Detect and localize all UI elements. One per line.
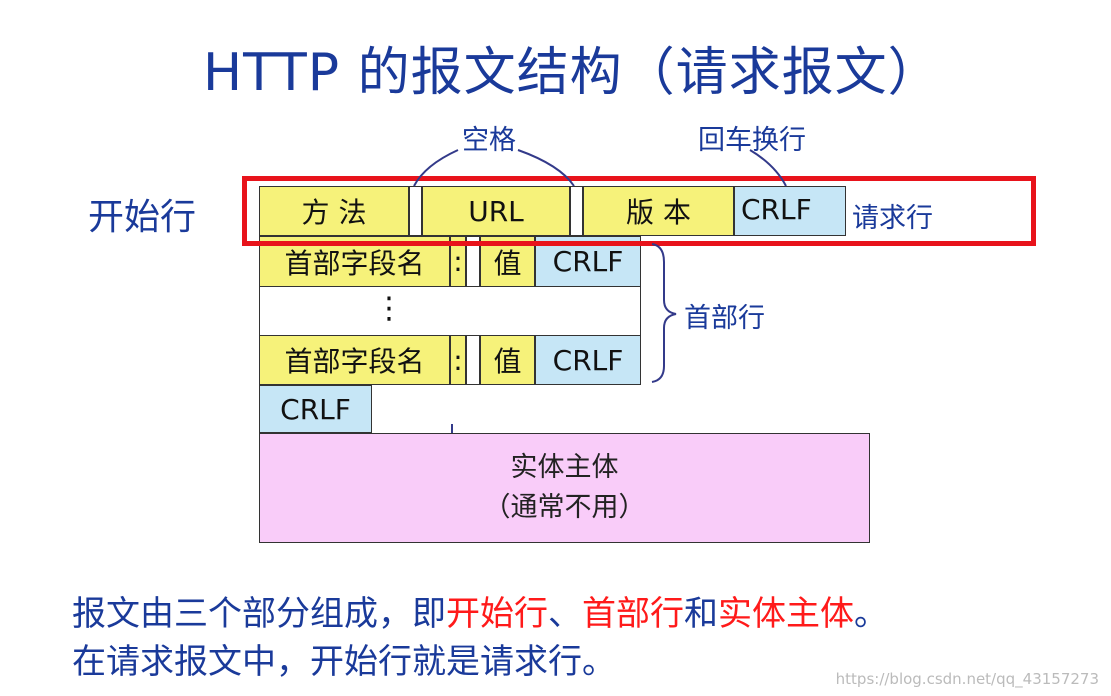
- request-crlf-cell: CRLF: [734, 186, 846, 236]
- version-cell: 版 本: [583, 186, 734, 236]
- start-line-label: 开始行: [88, 197, 197, 238]
- summary-start-line: 开始行: [446, 594, 548, 634]
- request-line-label: 请求行: [852, 203, 933, 234]
- space-pointer-right: [517, 149, 575, 187]
- space-label: 空格: [462, 125, 516, 156]
- header-crlf-2: CRLF: [535, 335, 641, 385]
- header-gap-2: [466, 335, 480, 385]
- summary-entity-body: 实体主体: [718, 594, 854, 634]
- summary-header-lines: 首部行: [582, 594, 684, 634]
- watermark: https://blog.csdn.net/qq_43157273: [835, 670, 1099, 688]
- summary-text-c: 、: [548, 594, 582, 634]
- summary-text-e: 和: [684, 594, 718, 634]
- summary-text-a: 报文由三个部分组成，即: [72, 594, 446, 634]
- space-gap-2: [570, 186, 583, 236]
- entity-body: 实体主体 （通常不用）: [259, 433, 870, 543]
- method-cell: 方 法: [259, 186, 409, 236]
- entity-body-note: （通常不用）: [483, 492, 646, 523]
- crlf-pointer: [749, 149, 787, 187]
- header-value-2: 值: [480, 335, 535, 385]
- header-field-name-2: 首部字段名: [259, 335, 450, 385]
- header-colon-1: :: [450, 236, 466, 287]
- header-gap-1: [466, 236, 480, 287]
- blank-line-crlf: CRLF: [259, 385, 372, 433]
- start-line-highlight: [242, 176, 1036, 246]
- summary-line-2: 在请求报文中，开始行就是请求行。: [72, 642, 616, 682]
- summary-line-1: 报文由三个部分组成，即开始行、首部行和实体主体。: [72, 586, 888, 635]
- vertical-ellipsis: ⋮: [374, 291, 404, 326]
- header-brace: [651, 243, 677, 383]
- url-cell: URL: [422, 186, 570, 236]
- header-colon-2: :: [450, 335, 466, 385]
- space-gap-1: [409, 186, 422, 236]
- entity-body-title: 实体主体: [510, 452, 619, 483]
- page-title: HTTP 的报文结构（请求报文）: [203, 43, 941, 103]
- header-ellipsis-row: ⋮: [259, 287, 641, 335]
- header-lines-label: 首部行: [684, 303, 765, 334]
- summary-text-g: 。: [854, 594, 888, 634]
- space-pointer-left: [413, 149, 459, 187]
